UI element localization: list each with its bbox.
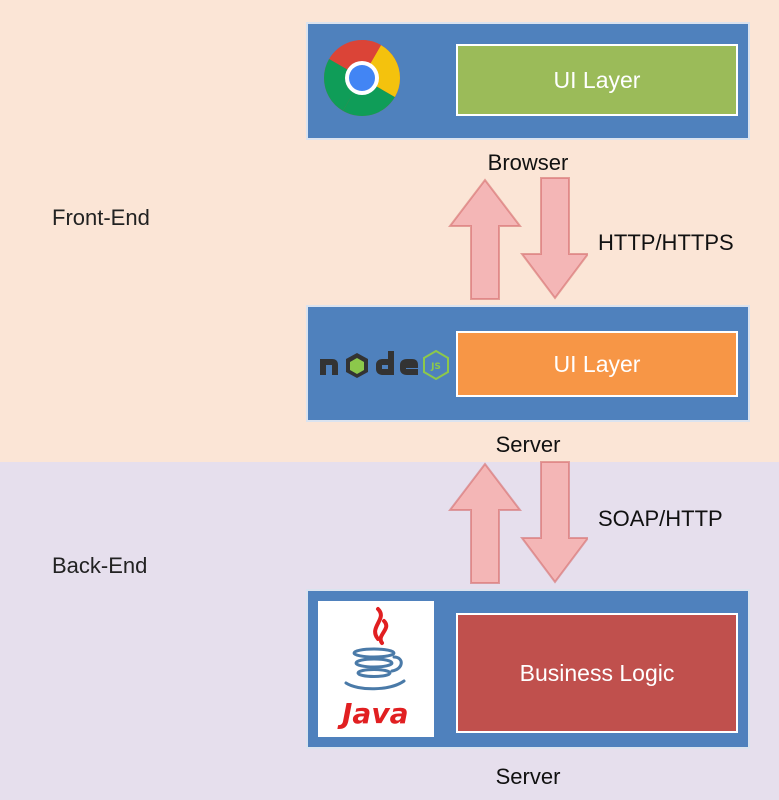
nodejs-icon: JS: [314, 345, 454, 385]
business-logic-box: Business Logic: [456, 613, 738, 733]
browser-ui-layer-box: UI Layer: [456, 44, 738, 116]
front-end-label: Front-End: [52, 205, 150, 230]
java-server-caption: Server: [495, 764, 561, 789]
browser-caption: Browser: [487, 150, 569, 175]
up-arrow-icon: [448, 178, 523, 300]
business-logic-label: Business Logic: [519, 659, 675, 686]
node-server-caption: Server: [495, 432, 561, 457]
chrome-icon: [322, 38, 402, 118]
browser-ui-layer-label: UI Layer: [553, 66, 641, 93]
browser-tier: UI Layer: [306, 22, 750, 140]
http-arrows: [448, 177, 588, 300]
up-arrow-icon: [448, 462, 523, 584]
http-protocol-label: HTTP/HTTPS: [598, 230, 734, 255]
node-server-tier: JS UI Layer: [306, 305, 750, 422]
java-server-tier: Java Business Logic: [306, 589, 750, 749]
java-logo-panel: Java: [318, 601, 434, 737]
soap-protocol-label: SOAP/HTTP: [598, 506, 723, 531]
java-logo-text: Java: [342, 697, 409, 730]
nodejs-badge-text: JS: [430, 362, 441, 372]
java-icon: [344, 607, 406, 691]
down-arrow-icon: [520, 177, 588, 300]
node-ui-layer-label: UI Layer: [553, 350, 641, 377]
down-arrow-icon: [520, 461, 588, 584]
node-ui-layer-box: UI Layer: [456, 331, 738, 397]
back-end-label: Back-End: [52, 553, 148, 578]
soap-arrows: [448, 461, 588, 584]
